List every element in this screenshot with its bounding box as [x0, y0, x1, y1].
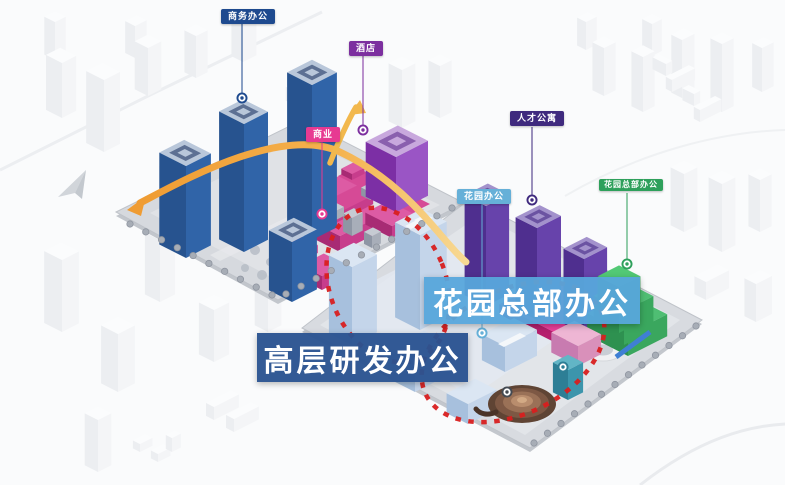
callout-label-business-office: 商务办公: [221, 9, 276, 24]
callout-label-garden-office: 花园办公: [457, 189, 512, 204]
background-roads: [0, 10, 785, 485]
callout-label-commerce: 商业: [306, 127, 341, 142]
banner-garden-hq-office: 花园总部办公: [424, 277, 640, 324]
left-parcel-buildings: [159, 59, 430, 302]
callout-label-garden-hq-office: 花园总部办公: [599, 179, 663, 191]
location-markers: [236, 92, 633, 398]
flow-arrows: [127, 100, 470, 266]
street-trees: [126, 204, 700, 447]
banner-highrise-rd-office: 高层研发办公: [257, 333, 468, 382]
north-arrow-icon: [58, 170, 86, 199]
callout-label-hotel: 酒店: [349, 41, 384, 56]
callout-label-talent-apartment: 人才公寓: [510, 111, 565, 126]
